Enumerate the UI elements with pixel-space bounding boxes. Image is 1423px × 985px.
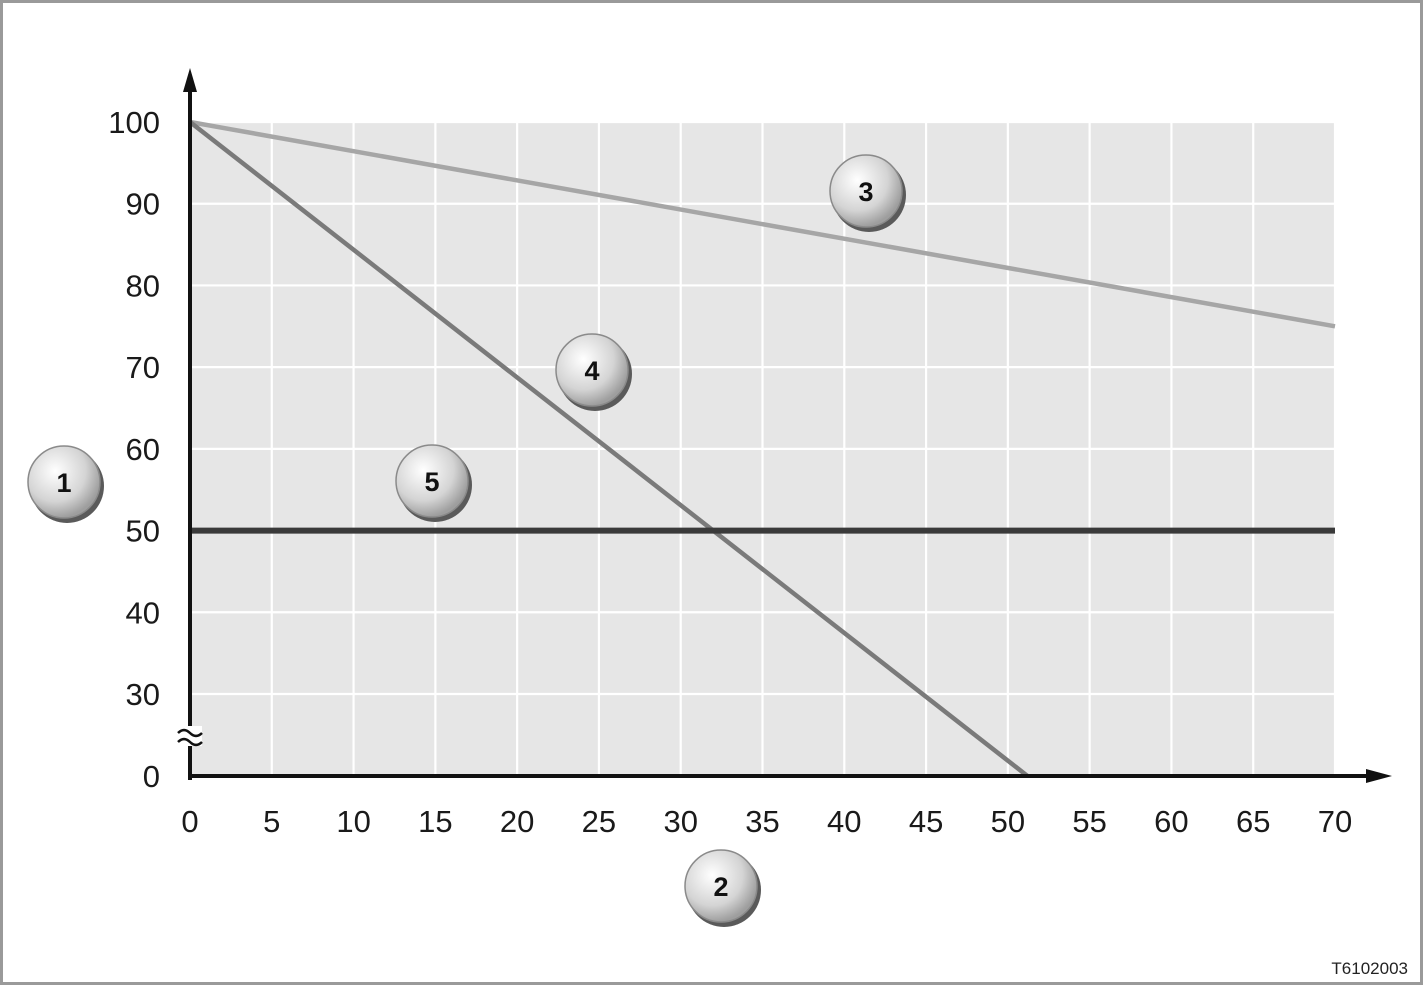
x-tick-label-50: 50: [991, 804, 1025, 839]
x-tick-label-0: 0: [181, 804, 198, 839]
badge-circle: [395, 444, 469, 518]
x-tick-label-20: 20: [500, 804, 534, 839]
x-tick-label-45: 45: [909, 804, 943, 839]
x-tick-label-35: 35: [745, 804, 779, 839]
y-tick-label-0: 0: [143, 759, 160, 794]
series-lines: [188, 119, 1336, 778]
x-tick-label-55: 55: [1072, 804, 1106, 839]
badge-label-1: 1: [56, 468, 71, 498]
badge-label-3: 3: [858, 177, 873, 207]
y-tick-label-100: 100: [108, 105, 160, 140]
x-tick-label-10: 10: [336, 804, 370, 839]
y-tick-label-50: 50: [126, 514, 160, 549]
x-tick-label-25: 25: [582, 804, 616, 839]
reference-code: T6102003: [1331, 959, 1408, 978]
x-tick-label-70: 70: [1318, 804, 1352, 839]
series-line-3: [189, 119, 1336, 329]
x-tick-label-65: 65: [1236, 804, 1270, 839]
x-tick-label-5: 5: [263, 804, 280, 839]
y-axis-arrow: [183, 68, 197, 92]
y-tick-label-60: 60: [126, 432, 160, 467]
badge-circle: [829, 154, 903, 228]
callout-badge-2: 2: [684, 849, 761, 927]
y-tick-label-80: 80: [126, 268, 160, 303]
callout-badge-3: 3: [829, 154, 906, 232]
callout-badges: 1 2 3 4 5: [27, 154, 906, 927]
y-tick-label-40: 40: [126, 595, 160, 630]
callout-badge-5: 5: [395, 444, 472, 522]
grid-lines: [190, 120, 1337, 776]
axis-break-icon: [177, 728, 203, 747]
callout-badge-4: 4: [555, 333, 632, 411]
axes: [177, 68, 1392, 783]
badge-label-4: 4: [584, 356, 599, 386]
y-tick-label-70: 70: [126, 350, 160, 385]
x-axis-arrow: [1366, 769, 1392, 783]
badge-label-5: 5: [424, 467, 439, 497]
badge-circle: [27, 445, 101, 519]
y-tick-label-90: 90: [126, 187, 160, 222]
badge-label-2: 2: [713, 872, 728, 902]
badge-circle: [555, 333, 629, 407]
x-tick-label-30: 30: [663, 804, 697, 839]
x-tick-label-15: 15: [418, 804, 452, 839]
x-tick-label-40: 40: [827, 804, 861, 839]
badge-circle: [684, 849, 758, 923]
y-tick-label-30: 30: [126, 677, 160, 712]
x-tick-label-60: 60: [1154, 804, 1188, 839]
callout-badge-1: 1: [27, 445, 104, 523]
series-line-4: [188, 120, 1029, 778]
